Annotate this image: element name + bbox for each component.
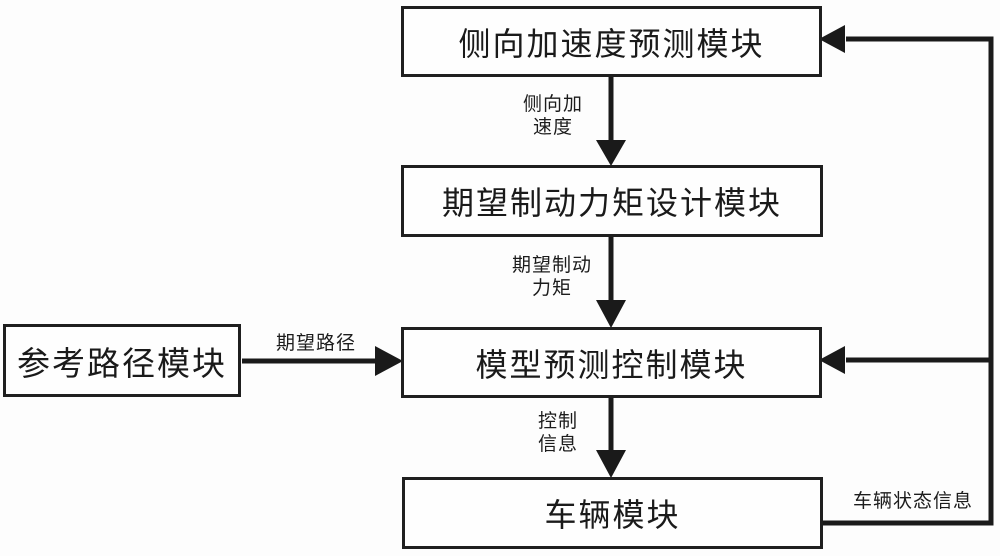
edge-label-lateral-acceleration: 侧向加 速度 xyxy=(503,93,603,139)
edge-label-line: 侧向加 xyxy=(522,94,583,115)
arrow-vehicle-feedback-to-mpc xyxy=(819,346,991,374)
box-desired-braking-torque-design-module: 期望制动力矩设计模块 xyxy=(401,165,823,237)
arrow-mpc-to-vehicle xyxy=(596,398,626,478)
box-label: 期望制动力矩设计模块 xyxy=(441,185,782,221)
box-lateral-acceleration-prediction-module: 侧向加速度预测模块 xyxy=(401,6,822,77)
edge-label-vehicle-state-info: 车辆状态信息 xyxy=(843,490,983,513)
arrow-vehicle-feedback-to-lateral xyxy=(819,25,994,526)
arrow-lateral-to-torque xyxy=(596,77,626,166)
box-label: 侧向加速度预测模块 xyxy=(458,25,765,62)
box-reference-path-module: 参考路径模块 xyxy=(3,324,241,397)
box-label: 车辆模块 xyxy=(544,497,681,533)
edge-label-line: 控制 xyxy=(537,411,578,432)
edge-label-line: 速度 xyxy=(532,117,573,138)
box-label: 参考路径模块 xyxy=(17,344,227,382)
edge-label-control-info: 控制 信息 xyxy=(513,410,603,456)
arrow-torque-to-mpc xyxy=(596,237,626,328)
box-vehicle-module: 车辆模块 xyxy=(402,477,823,549)
edge-label-desired-braking-torque: 期望制动 力矩 xyxy=(496,254,608,300)
edge-label-line: 期望路径 xyxy=(275,333,356,354)
edge-label-desired-path: 期望路径 xyxy=(266,332,366,355)
box-model-predictive-control-module: 模型预测控制模块 xyxy=(401,327,822,398)
edge-label-line: 信息 xyxy=(537,434,578,455)
edge-label-line: 力矩 xyxy=(531,278,572,299)
box-label: 模型预测控制模块 xyxy=(475,346,748,383)
edge-label-line: 车辆状态信息 xyxy=(852,491,973,512)
arrow-refpath-to-mpc xyxy=(242,346,403,376)
edge-label-line: 期望制动 xyxy=(511,255,592,276)
